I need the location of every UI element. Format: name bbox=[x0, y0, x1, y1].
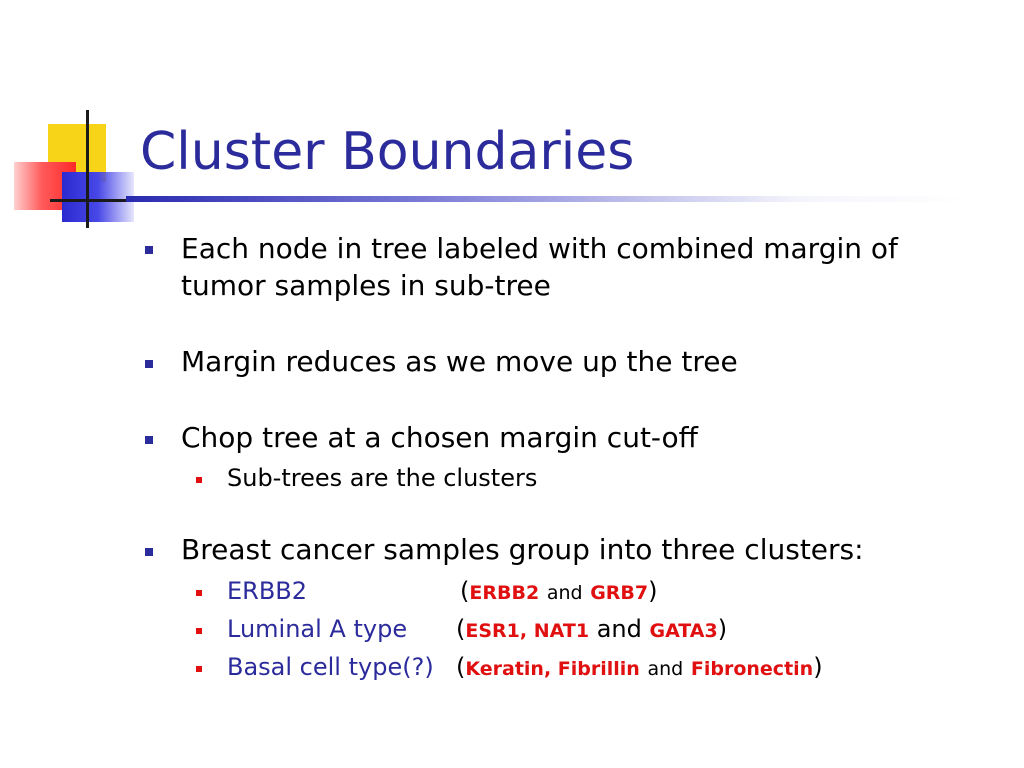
bullet-marker bbox=[145, 548, 153, 556]
bullet-marker bbox=[145, 360, 153, 368]
sub-bullet-text: Sub-trees are the clusters bbox=[227, 464, 538, 492]
sub-bullet-marker bbox=[196, 628, 202, 634]
paren: ) bbox=[717, 615, 728, 643]
bullet-marker bbox=[145, 246, 153, 254]
cluster-genes: (ESR1, NAT1 and GATA3) bbox=[456, 612, 727, 648]
sub-bullet-marker bbox=[196, 666, 202, 672]
and-word: and bbox=[546, 582, 583, 604]
gene-marker: GATA3 bbox=[649, 620, 718, 642]
gene-marker: GRB7 bbox=[590, 582, 649, 604]
paren: ( bbox=[456, 653, 466, 681]
cluster-name: Luminal A type bbox=[227, 615, 408, 643]
bullet-marker bbox=[145, 436, 153, 444]
gene-marker: ERBB2 bbox=[469, 582, 540, 604]
bullet-text: Breast cancer samples group into three c… bbox=[181, 533, 864, 566]
and-word: and bbox=[647, 658, 684, 680]
paren: ( bbox=[456, 615, 466, 643]
and-word: and bbox=[596, 615, 642, 643]
gene-marker: ESR1, NAT1 bbox=[465, 620, 590, 642]
paren: ) bbox=[813, 653, 823, 681]
vertical-line-shape bbox=[86, 110, 89, 228]
horizontal-line-shape bbox=[50, 199, 150, 202]
title-underline bbox=[126, 196, 966, 202]
cluster-name: Basal cell type(?) bbox=[227, 653, 434, 681]
bullet-text-continuation: tumor samples in sub-tree bbox=[181, 269, 551, 302]
sub-bullet-marker bbox=[196, 477, 202, 483]
gene-marker: Fibronectin bbox=[690, 658, 814, 680]
cluster-genes: (Keratin, Fibrillin and Fibronectin) bbox=[456, 650, 823, 686]
paren: ( bbox=[460, 577, 470, 605]
paren: ) bbox=[648, 577, 658, 605]
bullet-text: Each node in tree labeled with combined … bbox=[181, 232, 898, 265]
blue-square-shape bbox=[62, 172, 134, 222]
bullet-text: Chop tree at a chosen margin cut-off bbox=[181, 421, 698, 454]
slide-title: Cluster Boundaries bbox=[140, 122, 635, 182]
gene-marker: Keratin, Fibrillin bbox=[465, 658, 640, 680]
cluster-name: ERBB2 bbox=[227, 577, 308, 605]
slide-logo-graphic bbox=[0, 0, 150, 240]
sub-bullet-marker bbox=[196, 590, 202, 596]
bullet-text: Margin reduces as we move up the tree bbox=[181, 345, 738, 378]
cluster-genes: (ERBB2 and GRB7) bbox=[460, 574, 658, 610]
